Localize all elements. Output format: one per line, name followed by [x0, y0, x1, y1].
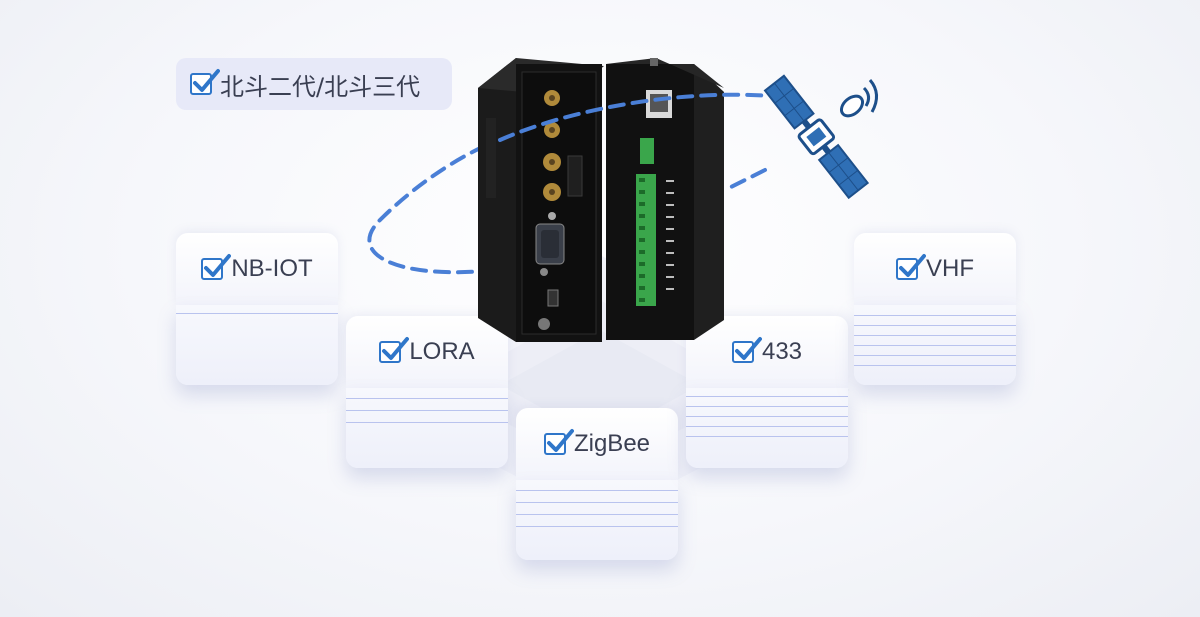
cube-top: LORA [346, 316, 508, 388]
gateway-device-front [478, 58, 604, 342]
cube-body [686, 388, 848, 468]
badge-label: 北斗二代/北斗三代 [220, 72, 421, 101]
module-cube-zigbee: ZigBee [516, 408, 678, 560]
cube-body [516, 480, 678, 560]
cube-body [346, 388, 508, 468]
cube-top: NB-IOT [176, 233, 338, 305]
checkbox-icon [731, 337, 762, 363]
checkbox-icon [379, 337, 410, 363]
cube-top: VHF [854, 233, 1016, 305]
checkbox-icon [190, 69, 220, 95]
module-label: NB-IOT [231, 255, 313, 282]
module-label: LORA [409, 338, 475, 365]
module-cube-nbiot: NB-IOT [176, 233, 338, 385]
module-cube-433: 433 [686, 316, 848, 468]
module-label: 433 [761, 338, 803, 365]
module-label: ZigBee [573, 430, 651, 457]
cube-top: 433 [686, 316, 848, 388]
gateway-device-terminal [606, 58, 724, 340]
module-cube-vhf: VHF [854, 233, 1016, 385]
checkbox-icon [543, 429, 574, 455]
cube-body [176, 305, 338, 385]
cube-body [854, 305, 1016, 385]
module-label: VHF [926, 255, 974, 282]
checkbox-icon [201, 254, 232, 280]
cube-top: ZigBee [516, 408, 678, 480]
checkbox-icon [896, 254, 926, 280]
beidou-badge: 北斗二代/北斗三代 [176, 58, 452, 110]
module-cube-lora: LORA [346, 316, 508, 468]
satellite-icon [763, 74, 878, 200]
